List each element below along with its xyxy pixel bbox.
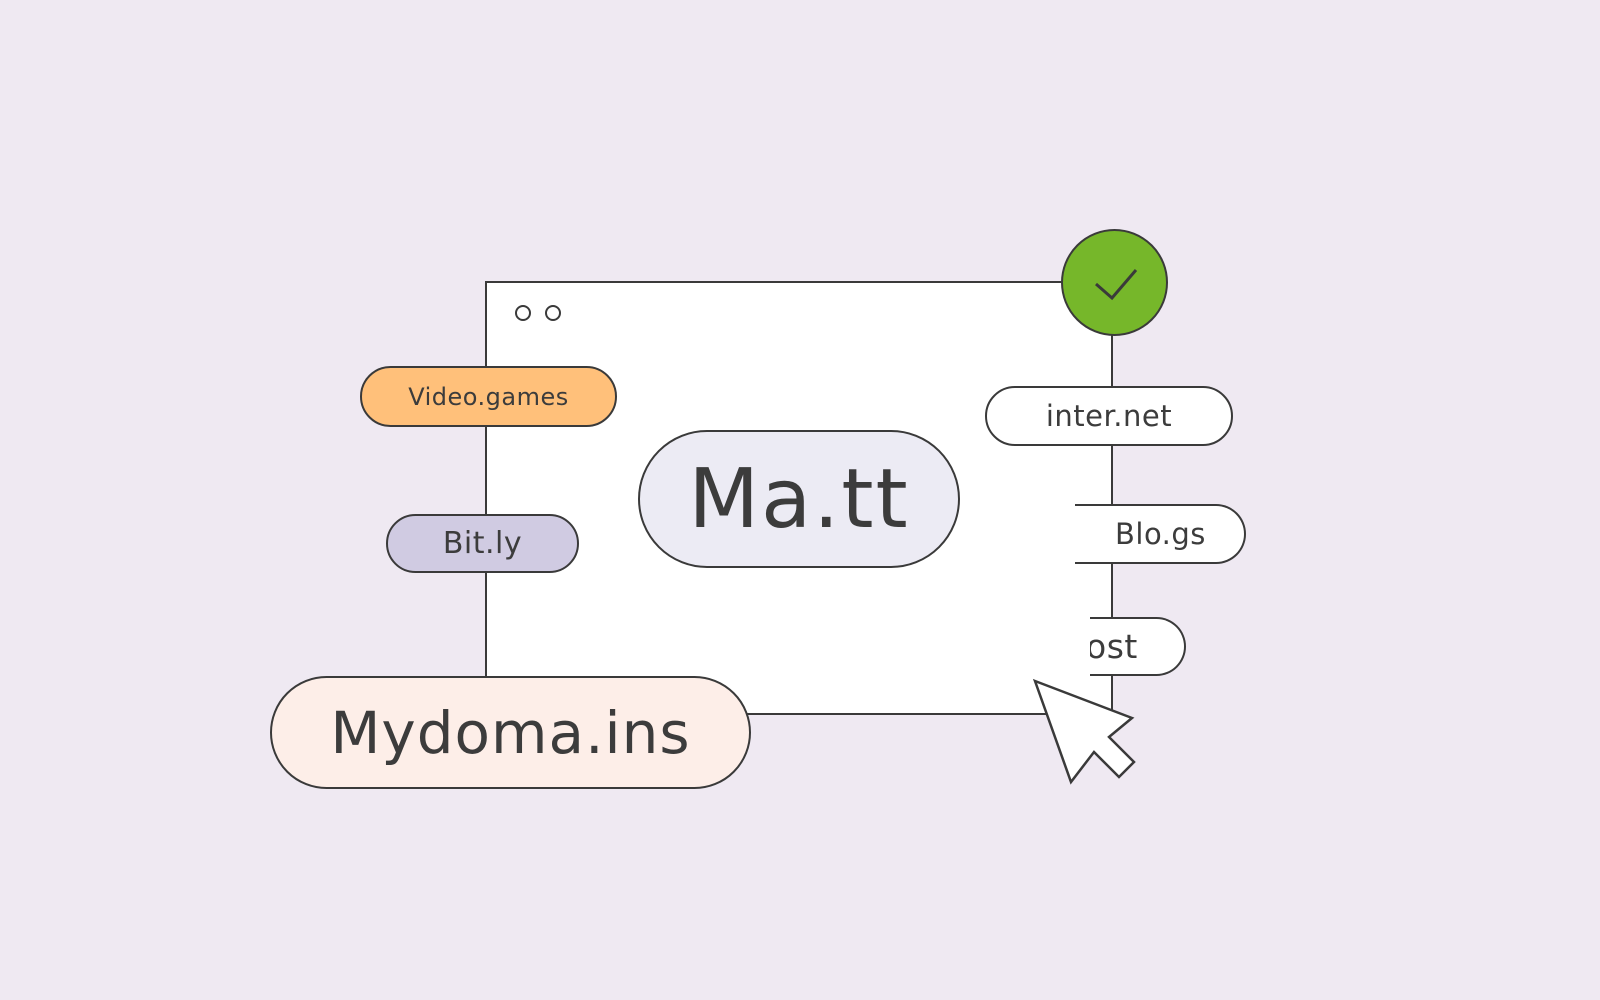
- domain-pill-blogs[interactable]: Blo.gs: [1075, 504, 1246, 564]
- domain-pill-bitly[interactable]: Bit.ly: [386, 514, 579, 573]
- domain-pill-partial[interactable]: ost: [1090, 617, 1186, 676]
- success-badge: [1061, 229, 1168, 336]
- domain-label: Ma.tt: [688, 451, 910, 547]
- domain-label: Bit.ly: [442, 526, 523, 561]
- domain-label: Video.games: [408, 382, 569, 411]
- domain-label: Mydoma.ins: [330, 698, 691, 767]
- domain-pill-matt[interactable]: Ma.tt: [638, 430, 960, 568]
- domain-pill-video-games[interactable]: Video.games: [360, 366, 617, 427]
- window-control-dot[interactable]: [545, 305, 561, 321]
- domain-pill-mydomains[interactable]: Mydoma.ins: [270, 676, 751, 789]
- domain-label: inter.net: [1045, 399, 1173, 433]
- window-control-dot[interactable]: [515, 305, 531, 321]
- domain-pill-internet[interactable]: inter.net: [985, 386, 1233, 446]
- domain-label: Blo.gs: [1115, 517, 1206, 551]
- mouse-pointer-icon: [1032, 678, 1136, 785]
- domain-label: ost: [1090, 627, 1138, 666]
- checkmark-icon: [1095, 269, 1138, 301]
